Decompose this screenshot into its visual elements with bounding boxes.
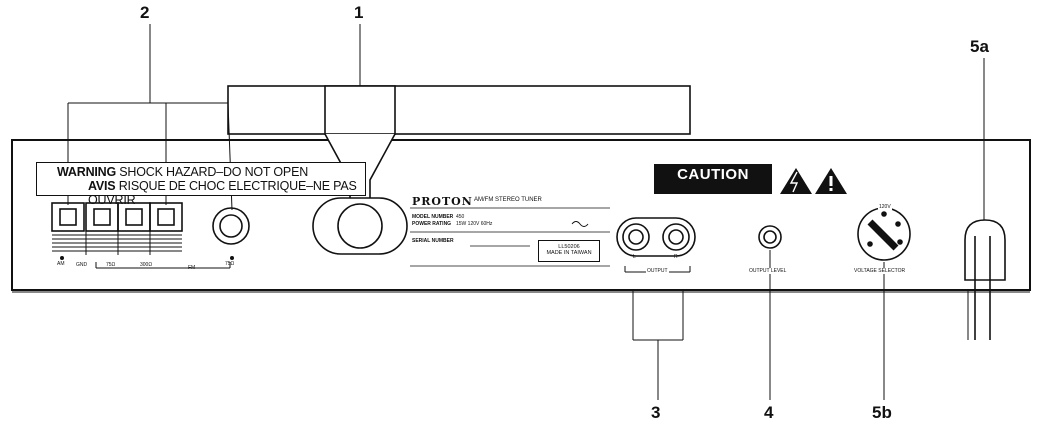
output-jack-plate: [616, 217, 696, 257]
am-terminal-label: AM: [57, 261, 65, 267]
product-name: AM/FM STEREO TUNER: [474, 197, 542, 203]
fm-75ohm-jack: [212, 207, 250, 245]
warning-text: SHOCK HAZARD–DO NOT OPEN: [116, 165, 309, 179]
warning-heading: WARNING: [57, 165, 117, 179]
fm-antenna-hub: [324, 85, 396, 135]
fm-terminal-label: FM: [188, 265, 196, 271]
serial-sticker-line2: MADE IN TAIWAN: [546, 250, 592, 256]
output-left-label: L: [633, 254, 636, 260]
avis-heading: AVIS: [88, 179, 116, 193]
ohm75-terminal-label: 75Ω: [106, 262, 116, 268]
callout-4: 4: [764, 403, 774, 422]
power-cord: [964, 219, 1006, 281]
caution-label: CAUTION: [654, 164, 772, 194]
fm-antenna-bar: [227, 85, 691, 135]
power-rating-label: POWER RATING: [412, 221, 452, 227]
callout-2: 2: [140, 3, 150, 22]
output-right-label: R: [674, 254, 678, 260]
output-label: OUTPUT: [646, 268, 669, 274]
callout-1: 1: [354, 3, 364, 22]
callout-3: 3: [651, 403, 661, 422]
output-level-knob: [758, 225, 782, 249]
jack75-label: 75Ω: [225, 261, 235, 267]
chassis-outline: [11, 139, 1031, 291]
gnd-terminal-label: GND: [76, 262, 88, 268]
avis-text: RISQUE DE CHOC ELECTRIQUE–NE PAS OUVRIR: [88, 179, 357, 207]
output-level-label: OUTPUT LEVEL: [748, 268, 788, 274]
warning-label: WARNING SHOCK HAZARD–DO NOT OPEN AVIS RI…: [36, 162, 366, 207]
callout-5a: 5a: [970, 37, 989, 56]
brand-logo: PROTON: [412, 195, 473, 208]
model-number-label: MODEL NUMBER: [412, 214, 454, 220]
caution-title: CAUTION: [677, 166, 749, 183]
output-jack-right: [662, 223, 690, 251]
serial-sticker-line1: LL50206: [558, 244, 580, 250]
power-rating-value: 15W 120V 60Hz: [456, 221, 493, 227]
antenna-plug-cap: [337, 203, 383, 249]
voltage-selector-label: VOLTAGE SELECTOR: [853, 268, 907, 274]
warning-triangles: [780, 168, 847, 194]
ohm300-terminal-label: 300Ω: [140, 262, 153, 268]
model-number-value: 450: [456, 214, 465, 220]
serial-sticker: LL50206 MADE IN TAIWAN: [538, 240, 600, 262]
antenna-terminal-block: [51, 202, 183, 232]
callout-5b: 5b: [872, 403, 892, 422]
output-jack-left: [622, 223, 650, 251]
serial-number-label: SERIAL NUMBER: [412, 238, 454, 244]
voltage-setting-label: 120V: [878, 204, 892, 210]
